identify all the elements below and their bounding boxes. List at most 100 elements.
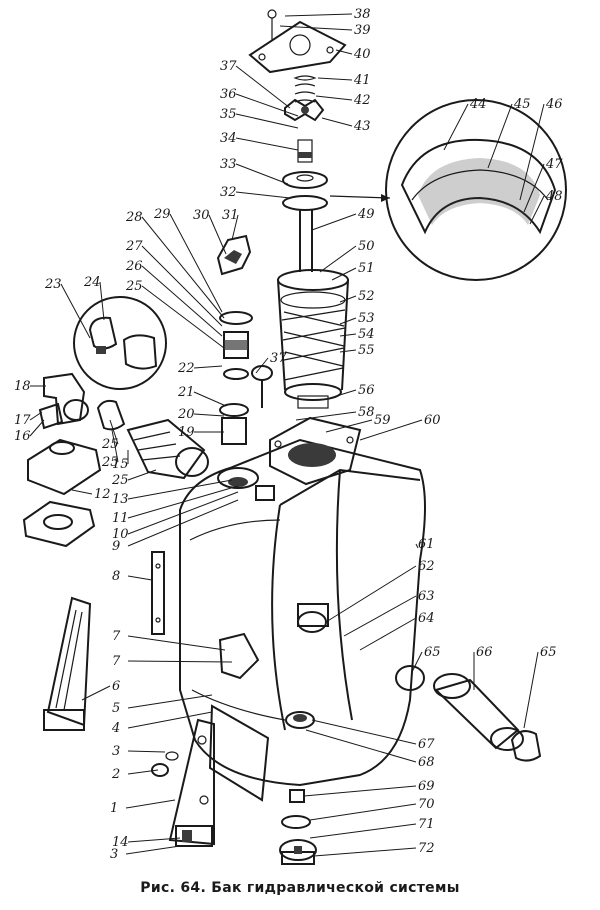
callout-number: 8 [112, 569, 120, 584]
callout-leader [331, 267, 357, 281]
bracket-32 [216, 234, 252, 276]
callout-number: 18 [14, 379, 31, 394]
callout-leader [339, 295, 357, 303]
callout-leader [109, 419, 119, 445]
callout-number: 63 [418, 589, 435, 604]
callout-leader [127, 769, 159, 775]
callout-number: 70 [418, 797, 435, 812]
callout-number: 12 [94, 487, 111, 502]
flange-13 [22, 438, 102, 548]
callout-leader [127, 694, 213, 709]
callout-number: 44 [469, 97, 487, 112]
callout-leader [311, 719, 417, 745]
callout-number: 64 [418, 611, 435, 626]
callout-number: 62 [418, 559, 435, 574]
plug-57 [251, 365, 273, 408]
callout-leader [313, 847, 417, 857]
clamp-detail-inset [73, 296, 167, 390]
callout-leader [127, 750, 166, 753]
callout-number: 28 [125, 210, 143, 225]
callout-number: 24 [83, 275, 101, 290]
callout-leader [315, 95, 353, 101]
callout-leader [125, 845, 181, 855]
callout-number: 41 [353, 73, 371, 88]
callout-number: 58 [358, 405, 375, 420]
callout-leader [127, 479, 233, 500]
callout-number: 1 [110, 801, 118, 816]
callout-leader [99, 281, 105, 321]
callout-leader [305, 729, 417, 763]
callout-number: 25 [101, 455, 119, 470]
callout-leader [295, 411, 357, 421]
callout-leader [335, 49, 353, 55]
callout-leader [235, 191, 291, 199]
callout-leader [81, 685, 111, 701]
callout-number: 3 [110, 847, 118, 862]
callout-number: 21 [177, 385, 195, 400]
callout-number: 13 [112, 492, 129, 507]
callout-number: 4 [111, 721, 120, 736]
callout-number: 49 [357, 207, 375, 222]
callout-leader [311, 213, 357, 231]
callout-leader [127, 491, 239, 535]
callout-leader [411, 651, 423, 673]
callout-leader [127, 635, 226, 651]
hose-16 [126, 418, 209, 480]
callout-number: 11 [112, 511, 129, 526]
callout-leader [279, 25, 353, 31]
callout-number: 50 [358, 239, 375, 254]
callout-leader [193, 413, 225, 417]
callout-leader [487, 103, 513, 169]
clamp-65-right [510, 730, 542, 762]
callout-number: 17 [14, 413, 31, 428]
star-washer [284, 98, 325, 122]
callout-number: 22 [177, 361, 195, 376]
callout-number: 7 [112, 629, 121, 644]
callout-leader [523, 651, 539, 729]
callout-number: 42 [353, 93, 371, 108]
callout-leader [523, 163, 545, 213]
filter-rod [299, 210, 313, 272]
callout-number: 16 [14, 429, 31, 444]
callout-number: 25 [125, 279, 143, 294]
callout-number: 6 [112, 679, 120, 694]
callout-number: 25 [101, 437, 119, 452]
port-67 [285, 711, 315, 729]
bracket-6 [43, 596, 92, 731]
filter-cap-disc [282, 171, 328, 211]
callout-leader [359, 419, 423, 441]
callout-leader [319, 245, 357, 273]
callout-leader [127, 499, 239, 547]
hose-66 [433, 673, 524, 751]
callout-number: 15 [112, 457, 129, 472]
bushing-28 [223, 331, 249, 380]
callout-number: 52 [358, 289, 375, 304]
callout-leader [343, 595, 417, 637]
callout-leader [141, 245, 223, 327]
callout-number: 14 [112, 835, 129, 850]
callout-number: 71 [418, 817, 435, 832]
callout-number: 19 [178, 425, 195, 440]
callout-leader [443, 103, 469, 151]
callout-number: 38 [354, 7, 371, 22]
callout-number: 34 [220, 131, 237, 146]
callout-number: 66 [476, 645, 493, 660]
callout-leader [284, 13, 353, 17]
callout-number: 54 [358, 327, 375, 342]
callout-number: 26 [125, 259, 143, 274]
callout-leader [111, 429, 119, 463]
callout-leader [208, 214, 227, 255]
callout-number: 72 [418, 841, 435, 856]
callout-leader [231, 214, 239, 241]
callout-number: 37 [270, 351, 287, 366]
filter-element [277, 269, 349, 409]
callout-leader [235, 163, 289, 185]
callout-leader [141, 216, 225, 319]
callout-leader [235, 93, 299, 117]
nut-2 [151, 751, 179, 777]
callout-number: 20 [177, 407, 195, 422]
callout-leader [141, 285, 225, 349]
callout-leader [169, 213, 223, 313]
